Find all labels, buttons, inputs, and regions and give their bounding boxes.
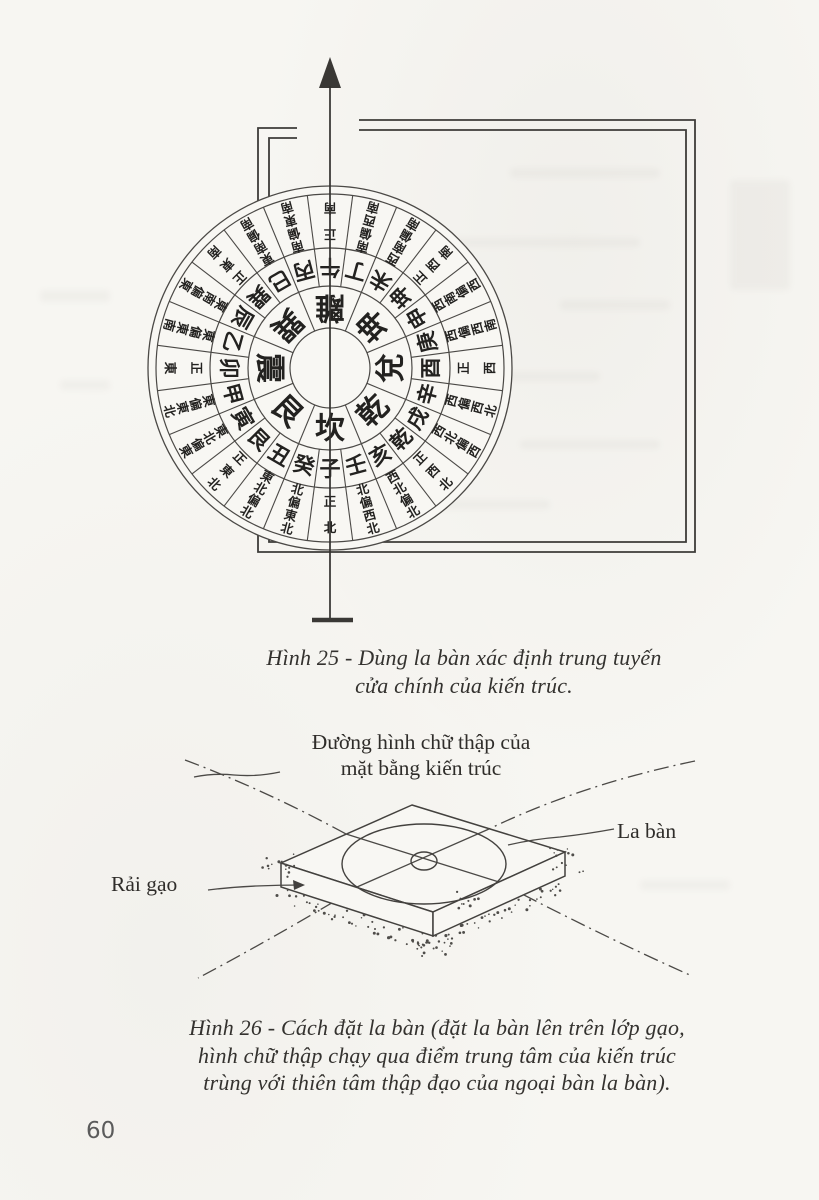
svg-text:正: 正 (457, 361, 471, 374)
svg-text:西: 西 (469, 321, 486, 337)
building-wall-outer (257, 119, 696, 553)
svg-text:南: 南 (161, 317, 179, 333)
svg-text:西: 西 (469, 400, 486, 416)
svg-text:東: 東 (163, 362, 178, 375)
scan-artifact (640, 880, 730, 890)
svg-text:西: 西 (430, 422, 448, 440)
svg-text:偏: 偏 (358, 493, 374, 511)
svg-text:東: 東 (282, 212, 298, 230)
svg-text:東: 東 (283, 506, 299, 524)
svg-text:北: 北 (161, 403, 179, 419)
figure-26-caption-line-2: hình chữ thập chạy qua điểm trung tâm củ… (197, 1042, 676, 1068)
svg-text:西: 西 (384, 468, 402, 486)
figure-26-caption-line-1: Hình 26 - Cách đặt la bàn (đặt la bàn lê… (189, 1015, 685, 1040)
svg-text:北: 北 (279, 519, 295, 537)
raigao-leader-line (207, 884, 303, 891)
svg-text:偏: 偏 (358, 225, 374, 243)
svg-text:南: 南 (279, 199, 295, 217)
svg-text:偏: 偏 (187, 324, 205, 340)
cross-label: Đường hình chữ thập của mặt bằng kiến tr… (171, 729, 671, 781)
scan-artifact (730, 180, 790, 290)
laban-label: La bàn (617, 819, 677, 843)
cross-diagonal-lower-right (498, 881, 693, 977)
rice-stipple-dots (261, 847, 584, 958)
svg-text:酉: 酉 (419, 358, 443, 379)
svg-text:西: 西 (443, 328, 460, 344)
page-number: 60 (86, 1118, 116, 1144)
raigao-leader-arrowhead (293, 880, 305, 890)
cross-diagonal-upper-right (488, 760, 696, 830)
svg-text:南: 南 (289, 238, 305, 256)
cross-label-line-2: mặt bằng kiến trúc (340, 756, 502, 780)
svg-text:南: 南 (365, 199, 381, 217)
svg-text:南: 南 (481, 317, 499, 333)
cross-label-leader-line (193, 771, 281, 778)
figure-25-caption: Hình 25 - Dùng la bàn xác định trung tuy… (184, 644, 744, 699)
figure-26-drawing (184, 759, 696, 979)
svg-text:震: 震 (253, 353, 286, 384)
svg-text:偏: 偏 (455, 324, 473, 340)
luopan-compass: 離坤兌乾坎艮震巽午丁未坤申庚酉辛戌乾亥壬子癸丑艮寅甲卯乙辰巽巳丙正南南偏西南西南… (147, 185, 513, 551)
north-arrowhead (319, 57, 341, 88)
svg-text:東: 東 (200, 328, 218, 344)
svg-text:西: 西 (362, 212, 378, 229)
svg-text:兌: 兌 (375, 353, 408, 383)
slab-center-circle (410, 851, 438, 871)
slab-right-side-face (432, 850, 566, 938)
svg-text:西: 西 (465, 276, 483, 294)
figure-25-drawing: 離坤兌乾坎艮震巽午丁未坤申庚酉辛戌乾亥壬子癸丑艮寅甲卯乙辰巽巳丙正南南偏西南西南… (147, 57, 696, 623)
scan-artifact (60, 380, 110, 390)
svg-text:東: 東 (174, 321, 192, 337)
svg-text:偏: 偏 (286, 225, 302, 243)
slab-outer-circle (341, 823, 507, 905)
svg-text:北: 北 (365, 519, 381, 537)
svg-text:偏: 偏 (187, 396, 205, 412)
scan-artifact (510, 168, 660, 178)
scan-artifact (430, 238, 640, 247)
svg-text:北: 北 (481, 403, 499, 419)
svg-text:西: 西 (430, 296, 448, 314)
svg-text:南: 南 (354, 238, 370, 256)
cross-label-line-1: Đường hình chữ thập của (311, 730, 531, 754)
figure-25-caption-line-1: Hình 25 - Dùng la bàn xác định trung tuy… (266, 645, 662, 670)
cross-diagonal-upper-left (184, 759, 347, 835)
svg-text:西: 西 (483, 362, 497, 375)
figure-26-caption: Hình 26 - Cách đặt la bàn (đặt la bàn lê… (137, 1014, 737, 1097)
svg-text:偏: 偏 (455, 396, 473, 412)
scan-artifact (40, 290, 110, 302)
svg-text:西: 西 (384, 250, 402, 268)
figure-25-caption-line-2: cửa chính của kiến trúc. (355, 672, 573, 698)
svg-text:正: 正 (189, 362, 203, 375)
raigao-label: Rải gạo (111, 872, 178, 896)
building-wall-inner (268, 129, 687, 543)
svg-text:北: 北 (354, 480, 370, 498)
svg-text:西: 西 (465, 442, 483, 460)
scan-artifact (560, 300, 670, 310)
scan-artifact (430, 500, 550, 509)
svg-text:卯: 卯 (217, 358, 241, 379)
svg-text:東: 東 (200, 392, 218, 408)
svg-text:西: 西 (443, 393, 460, 409)
svg-text:北: 北 (290, 480, 306, 498)
svg-text:東: 東 (174, 399, 192, 415)
svg-text:西: 西 (362, 507, 378, 524)
laban-leader-line (507, 828, 615, 846)
cross-diagonal-lower-left (197, 887, 358, 979)
scan-artifact (520, 440, 660, 449)
figure-26-caption-line-3: trùng với thiên tâm thập đạo của ngoại b… (203, 1070, 671, 1095)
svg-text:偏: 偏 (286, 493, 302, 511)
slab-cross-line-2 (356, 828, 490, 888)
